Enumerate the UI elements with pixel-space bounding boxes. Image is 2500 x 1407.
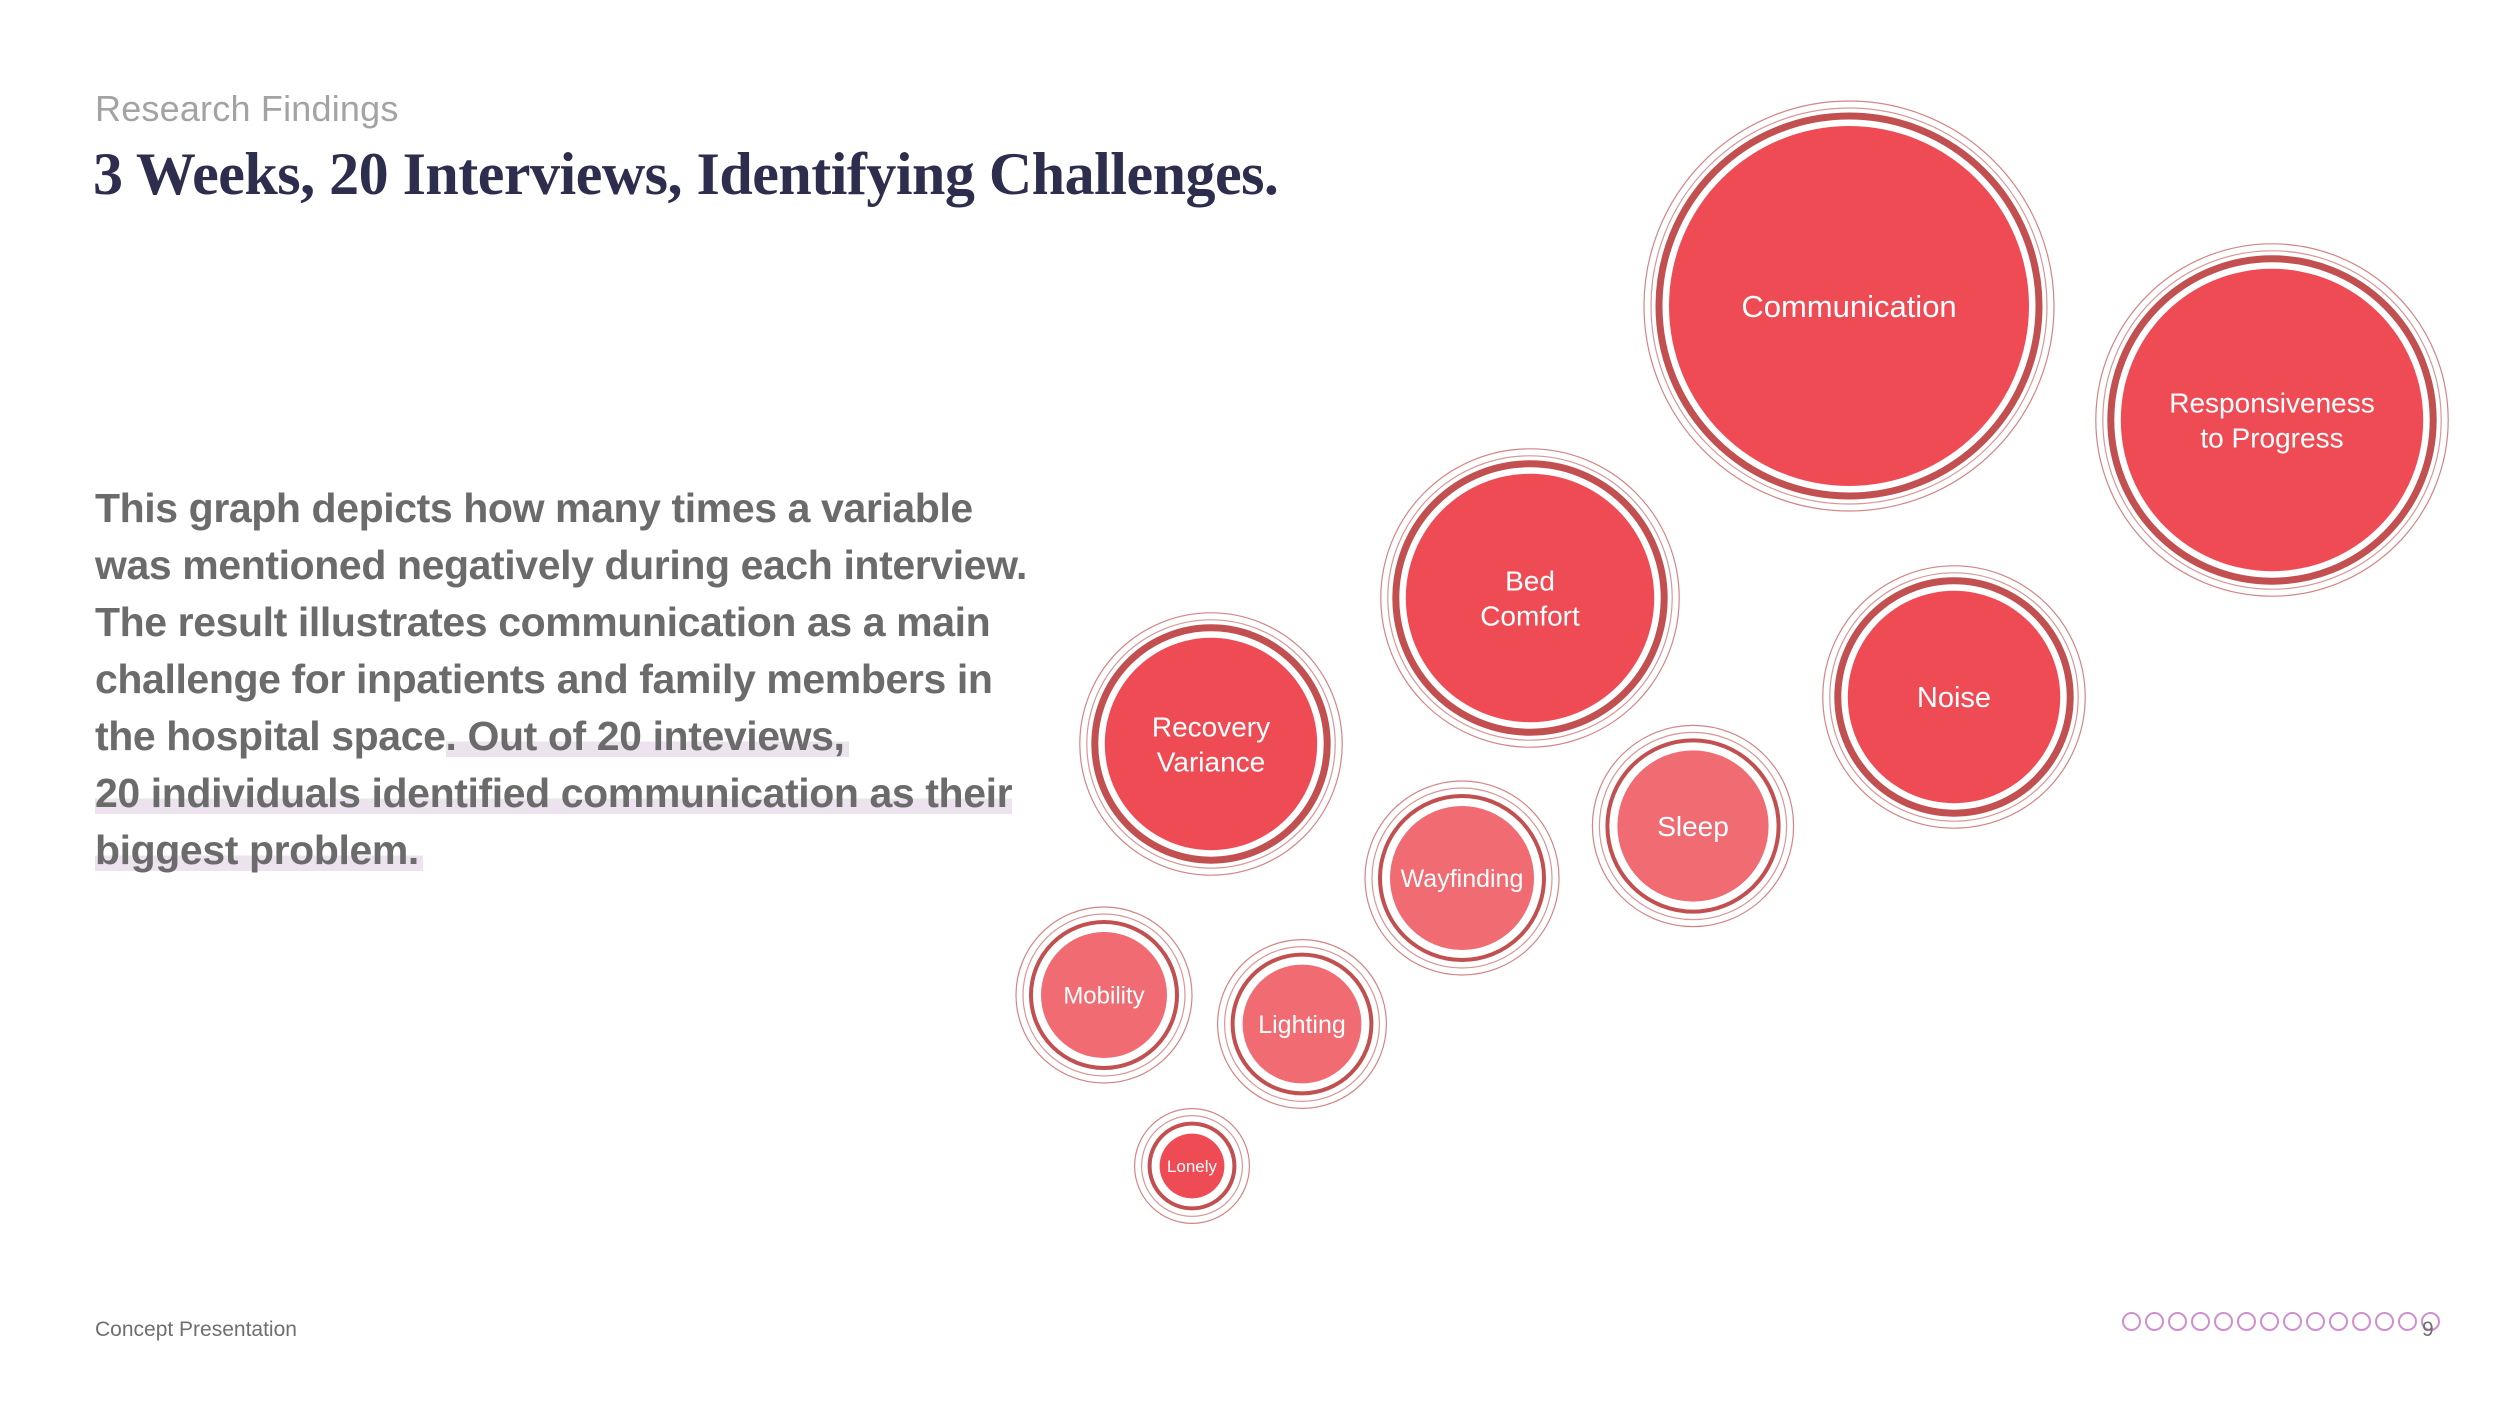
page-dot (2421, 1312, 2440, 1331)
page-dot (2122, 1312, 2141, 1331)
bubble-thick-ring (1091, 624, 1331, 864)
bubble-outer-ring (1079, 612, 1343, 876)
bubble-outer-ring (1598, 731, 1788, 921)
bubble-thick-ring (1655, 112, 2043, 500)
description-text: This graph depicts how many times a vari… (95, 485, 1028, 759)
bubble-mobility: Mobility (1015, 906, 1193, 1084)
bubble-lighting: Lighting (1216, 938, 1387, 1109)
highlight-text-1: Out of 20 inteviews, (456, 713, 845, 759)
page-title: 3 Weeks, 20 Interviews, Identifying Chal… (93, 141, 1279, 207)
bubble-lonely: Lonely (1133, 1107, 1250, 1224)
bubble-label: Wayfinding (1401, 865, 1524, 893)
bubble-outer-ring (1022, 913, 1186, 1077)
page-dot (2191, 1312, 2210, 1331)
bubble-outer-ring (1086, 619, 1336, 869)
footer-label: Concept Presentation (95, 1318, 297, 1341)
bubble-disc (1405, 473, 1655, 723)
bubble-disc (1847, 590, 2061, 804)
page-dot (2329, 1312, 2348, 1331)
bubble-thick-ring (1392, 460, 1668, 736)
bubble-thick-ring (1029, 920, 1179, 1070)
bubble-outer-ring (1387, 455, 1673, 741)
bubble-disc (1669, 126, 2029, 486)
bubble-wayfinding: Wayfinding (1364, 780, 1560, 976)
bubble-disc (1242, 964, 1362, 1084)
bubble-outer-ring (1829, 572, 2079, 822)
bubble-disc (1104, 637, 1318, 851)
bubble-outer-ring (2102, 250, 2442, 590)
page-dot (2214, 1312, 2233, 1331)
bubble-disc (1390, 806, 1534, 950)
bubble-outer-ring (1015, 906, 1193, 1084)
highlight-dot: . Out of 20 inteviews, (445, 713, 849, 759)
page-dot (2283, 1312, 2302, 1331)
bubble-outer-ring (1822, 565, 2086, 829)
description-paragraph: This graph depicts how many times a vari… (95, 480, 1055, 879)
bubble-outer-ring (1380, 448, 1680, 748)
bubble-outer-ring (1216, 938, 1387, 1109)
bubble-label: Communication (1741, 289, 1956, 324)
page-dot (2145, 1312, 2164, 1331)
bubble-noise: Noise (1822, 565, 2086, 829)
bubble-outer-ring (2095, 243, 2449, 597)
bubble-disc (1041, 932, 1167, 1058)
page-dot (2168, 1312, 2187, 1331)
bubble-sleep: Sleep (1591, 724, 1795, 928)
page-indicator (2122, 1312, 2440, 1331)
bubble-label: Sleep (1657, 811, 1729, 842)
page-dot (2398, 1312, 2417, 1331)
bubble-disc (1617, 750, 1769, 902)
bubble-label: Mobility (1063, 982, 1144, 1009)
bubble-thick-ring (1147, 1121, 1237, 1211)
bubble-thick-ring (2107, 255, 2437, 585)
page-number: 9 (2422, 1318, 2434, 1341)
bubble-outer-ring (1591, 724, 1795, 928)
bubble-label: Lighting (1258, 1011, 1346, 1039)
bubble-outer-ring (1223, 945, 1380, 1102)
page-dot (2260, 1312, 2279, 1331)
bubble-outer-ring (1371, 787, 1553, 969)
bubble-disc (1159, 1133, 1225, 1199)
section-eyebrow: Research Findings (95, 88, 399, 129)
bubble-label: Noise (1917, 682, 1991, 714)
bubble-thick-ring (1230, 952, 1374, 1096)
bubble-thick-ring (1834, 577, 2074, 817)
bubble-thick-ring (1378, 794, 1546, 962)
bubble-thick-ring (1605, 738, 1781, 914)
bubble-outer-ring (1650, 107, 2048, 505)
bubble-outer-ring (1133, 1107, 1250, 1224)
page-dot (2237, 1312, 2256, 1331)
bubble-outer-ring (1364, 780, 1560, 976)
bubble-communication: Communication (1643, 100, 2055, 512)
page-dot (2352, 1312, 2371, 1331)
page-dot (2375, 1312, 2394, 1331)
bubble-label: Lonely (1167, 1157, 1218, 1176)
bubble-outer-ring (1140, 1114, 1243, 1217)
bubble-disc (2120, 268, 2424, 572)
page-dot (2306, 1312, 2325, 1331)
bubble-outer-ring (1643, 100, 2055, 512)
